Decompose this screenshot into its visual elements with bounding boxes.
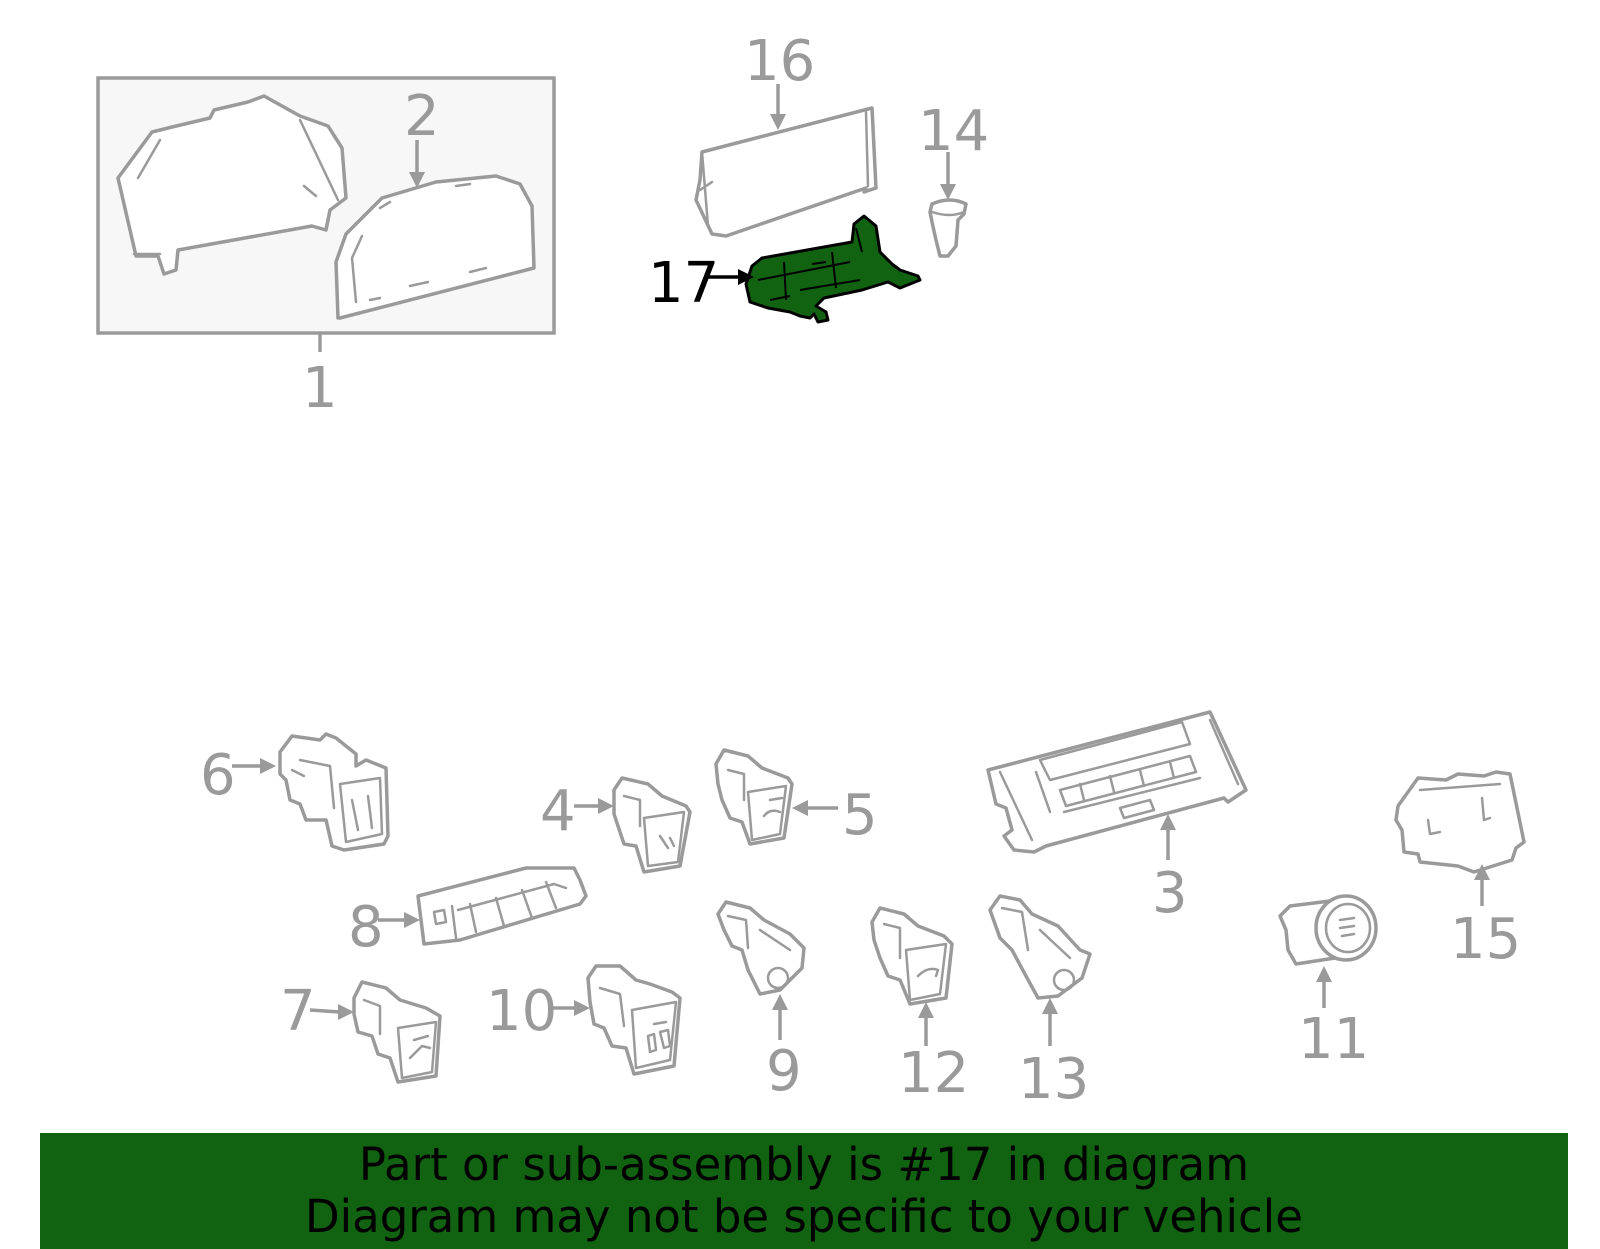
cluster-lens-detail <box>350 182 488 304</box>
callout-17: 17 <box>648 251 719 316</box>
arrow-6 <box>260 758 276 774</box>
info-banner: Part or sub-assembly is #17 in diagram D… <box>40 1133 1568 1249</box>
part-6-group: 6 <box>200 732 390 852</box>
banner-line-1: Part or sub-assembly is #17 in diagram <box>358 1138 1250 1191</box>
callout-10: 10 <box>486 979 557 1044</box>
part-5-detail <box>726 768 788 842</box>
part-7-group: 7 <box>280 979 442 1084</box>
part-14-detail <box>930 210 966 217</box>
arrow-15 <box>1474 864 1490 880</box>
part-8-detail <box>432 880 568 940</box>
arrow-8 <box>404 912 420 928</box>
part-6-switch[interactable] <box>278 732 390 852</box>
arrow-9 <box>772 994 788 1010</box>
callout-14: 14 <box>918 99 989 164</box>
banner-line-2: Diagram may not be specific to your vehi… <box>305 1190 1303 1243</box>
part-11-group: 11 <box>1278 894 1378 1072</box>
part-13-group: 13 <box>988 894 1092 1112</box>
arrow-14 <box>940 184 956 200</box>
callout-5: 5 <box>842 783 878 848</box>
arrow-3 <box>1160 814 1176 830</box>
leader-7 <box>309 1008 341 1014</box>
callout-9: 9 <box>766 1039 802 1104</box>
part-16-detail <box>698 110 870 228</box>
part-3-group: 3 <box>986 710 1248 926</box>
part-16-group: 16 <box>694 29 878 238</box>
arrow-7 <box>338 1004 354 1020</box>
part-17-group: 17 <box>648 214 922 324</box>
part-3-detail <box>998 718 1240 842</box>
part-10-group: 10 <box>486 964 682 1076</box>
part-11-button-glyph <box>1338 916 1356 938</box>
part-13-switch[interactable] <box>988 894 1092 1000</box>
callout-13: 13 <box>1018 1047 1089 1112</box>
part-17-detail <box>757 227 863 301</box>
part-8-group: 8 <box>348 866 588 960</box>
arrow-5 <box>792 800 808 816</box>
part-12-detail <box>882 922 948 1002</box>
part-16-display[interactable] <box>694 106 878 238</box>
part-7-detail <box>362 998 438 1080</box>
part-14-group: 14 <box>918 99 989 258</box>
cluster-assembly-group: 1 2 <box>96 76 556 421</box>
arrow-16 <box>770 114 786 130</box>
callout-6: 6 <box>200 743 236 808</box>
callout-8: 8 <box>348 895 384 960</box>
cluster-lens[interactable] <box>334 174 536 320</box>
arrow-10 <box>574 1000 590 1016</box>
callout-16: 16 <box>744 29 815 94</box>
arrow-11 <box>1316 966 1332 982</box>
arrow-13 <box>1042 998 1058 1014</box>
cluster-housing-detail <box>132 118 340 256</box>
part-4-group: 4 <box>540 776 692 874</box>
part-4-switch[interactable] <box>612 776 692 874</box>
part-6-detail <box>290 758 384 844</box>
cluster-housing[interactable] <box>116 94 348 276</box>
part-12-group: 12 <box>870 906 969 1106</box>
arrow-2 <box>409 172 425 188</box>
part-14-clip[interactable] <box>928 198 968 258</box>
callout-12: 12 <box>898 1041 969 1106</box>
part-4-detail <box>622 794 686 868</box>
part-5-switch[interactable] <box>714 748 794 846</box>
callout-15: 15 <box>1450 907 1521 972</box>
part-11-button-ring <box>1324 902 1372 954</box>
part-15-detail <box>1418 782 1502 836</box>
part-7-switch[interactable] <box>352 980 442 1084</box>
callout-4: 4 <box>540 779 576 844</box>
arrow-12 <box>918 1002 934 1018</box>
callout-3: 3 <box>1152 861 1188 926</box>
callout-1: 1 <box>302 356 338 421</box>
part-15-group: 15 <box>1394 770 1526 972</box>
arrow-4 <box>598 798 614 814</box>
part-8-switch-bank[interactable] <box>416 866 588 946</box>
callout-2: 2 <box>404 84 440 149</box>
part-12-switch[interactable] <box>870 906 954 1006</box>
part-5-group: 5 <box>714 748 878 848</box>
part-9-group: 9 <box>716 900 806 1104</box>
part-9-switch[interactable] <box>716 900 806 996</box>
part-13-detail <box>1000 906 1076 992</box>
callout-11: 11 <box>1298 1007 1369 1072</box>
callout-7: 7 <box>280 979 316 1044</box>
part-10-detail <box>598 986 678 1070</box>
part-15-module[interactable] <box>1394 770 1526 874</box>
part-9-detail <box>726 914 792 990</box>
part-10-switch[interactable] <box>586 964 682 1076</box>
arrow-17 <box>738 269 754 285</box>
